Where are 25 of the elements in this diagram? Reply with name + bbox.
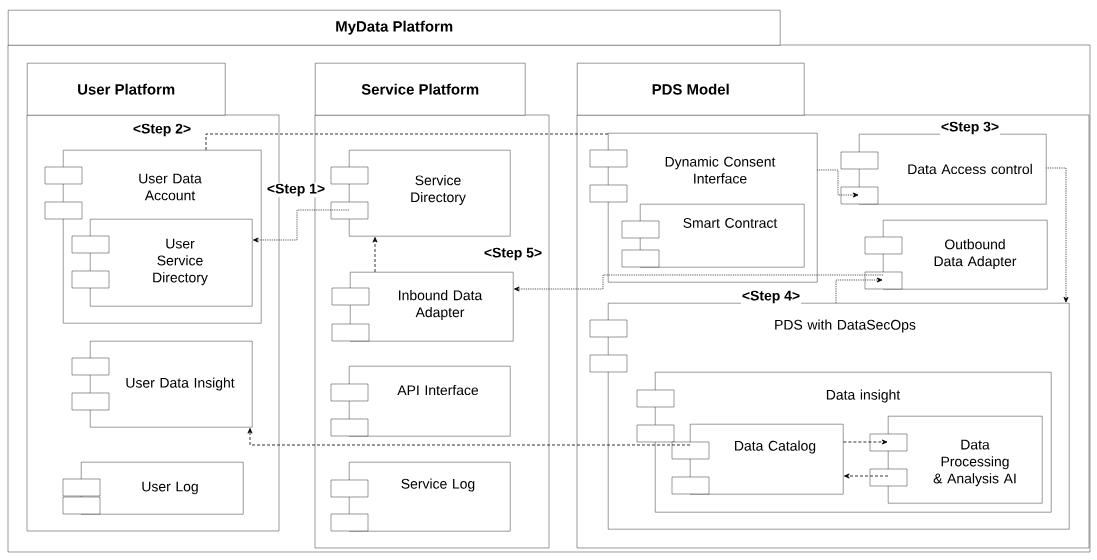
component-box: User Service Directory — [71, 219, 253, 307]
component-box: Data Processing & Analysis AI — [869, 416, 1043, 504]
component-box: Service Directory — [330, 150, 511, 237]
component-box: Outbound Data Adapter — [864, 220, 1048, 290]
node-label: PDS Model — [652, 83, 729, 95]
arrow — [1046, 167, 1069, 303]
component-box: User Log — [62, 462, 244, 515]
arrow — [844, 473, 889, 479]
arrow — [514, 274, 884, 292]
arrow — [253, 209, 350, 243]
component-box: User Data Insight — [71, 341, 253, 428]
node-label: MyData Platform — [336, 20, 453, 35]
node-label: Service Platform — [361, 83, 479, 95]
arrow — [835, 277, 883, 304]
component-box: Inbound Data Adapter — [331, 272, 514, 342]
arrow — [817, 169, 859, 198]
component-box: Data Catalog — [671, 424, 844, 495]
component-box: Data Access control — [840, 134, 1047, 205]
component-box: API Interface — [330, 366, 511, 437]
node-label: User Platform — [78, 83, 175, 95]
arrow — [843, 439, 888, 445]
component-box: Service Log — [330, 462, 511, 532]
arrow — [247, 428, 691, 446]
arrow — [372, 237, 378, 273]
component-box: Smart Contract — [621, 204, 805, 268]
